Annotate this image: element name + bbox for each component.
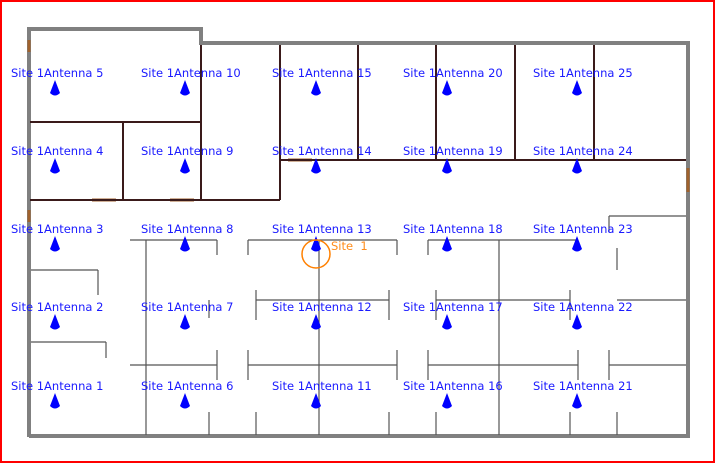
antenna-24[interactable]: Site 1Antenna 24	[533, 144, 633, 174]
antenna-icon	[180, 314, 190, 330]
antenna-5[interactable]: Site 1Antenna 5	[11, 66, 103, 96]
antenna-20[interactable]: Site 1Antenna 20	[403, 66, 503, 96]
antenna-icon	[572, 80, 582, 96]
antenna-label: Site 1Antenna 5	[11, 66, 103, 80]
antenna-25[interactable]: Site 1Antenna 25	[533, 66, 633, 96]
antenna-label: Site 1Antenna 24	[533, 144, 633, 158]
antenna-label: Site 1Antenna 9	[141, 144, 233, 158]
antenna-icon	[180, 158, 190, 174]
antenna-label: Site 1Antenna 4	[11, 144, 103, 158]
antenna-4[interactable]: Site 1Antenna 4	[11, 144, 103, 174]
antenna-icon	[442, 80, 452, 96]
antenna-icon	[50, 80, 60, 96]
antenna-13[interactable]: Site 1Antenna 13	[272, 222, 372, 252]
cubicle-partitions	[31, 215, 686, 435]
antenna-21[interactable]: Site 1Antenna 21	[533, 379, 633, 409]
antenna-1[interactable]: Site 1Antenna 1	[11, 379, 103, 409]
antenna-icon	[180, 80, 190, 96]
antenna-label: Site 1Antenna 15	[272, 66, 372, 80]
antenna-3[interactable]: Site 1Antenna 3	[11, 222, 103, 252]
antenna-icon	[572, 393, 582, 409]
antenna-icon	[180, 393, 190, 409]
antenna-label: Site 1Antenna 2	[11, 300, 103, 314]
site-marker[interactable]: Site 1	[301, 239, 368, 269]
antenna-label: Site 1Antenna 14	[272, 144, 372, 158]
antenna-7[interactable]: Site 1Antenna 7	[141, 300, 233, 330]
antenna-22[interactable]: Site 1Antenna 22	[533, 300, 633, 330]
antenna-icon	[50, 314, 60, 330]
antenna-icon	[50, 393, 60, 409]
antenna-icon	[572, 314, 582, 330]
antenna-label: Site 1Antenna 1	[11, 379, 103, 393]
outer-walls	[27, 27, 690, 438]
antenna-label: Site 1Antenna 13	[272, 222, 372, 236]
antenna-layer: Site 1Antenna 1 Site 1Antenna 2 Site 1Ante…	[11, 66, 633, 409]
antenna-label: Site 1Antenna 11	[272, 379, 372, 393]
antenna-icon	[311, 158, 321, 174]
antenna-label: Site 1Antenna 12	[272, 300, 372, 314]
antenna-icon	[442, 393, 452, 409]
antenna-11[interactable]: Site 1Antenna 11	[272, 379, 372, 409]
antenna-9[interactable]: Site 1Antenna 9	[141, 144, 233, 174]
antenna-label: Site 1Antenna 17	[403, 300, 503, 314]
antenna-2[interactable]: Site 1Antenna 2	[11, 300, 103, 330]
antenna-15[interactable]: Site 1Antenna 15	[272, 66, 372, 96]
site-label: Site 1	[331, 239, 368, 253]
antenna-label: Site 1Antenna 19	[403, 144, 503, 158]
antenna-16[interactable]: Site 1Antenna 16	[403, 379, 503, 409]
antenna-17[interactable]: Site 1Antenna 17	[403, 300, 503, 330]
antenna-label: Site 1Antenna 20	[403, 66, 503, 80]
antenna-23[interactable]: Site 1Antenna 23	[533, 222, 633, 252]
antenna-19[interactable]: Site 1Antenna 19	[403, 144, 503, 174]
site-circle-icon	[301, 239, 331, 269]
antenna-icon	[572, 236, 582, 252]
antenna-label: Site 1Antenna 18	[403, 222, 503, 236]
antenna-icon	[50, 158, 60, 174]
antenna-label: Site 1Antenna 22	[533, 300, 633, 314]
antenna-label: Site 1Antenna 3	[11, 222, 103, 236]
antenna-14[interactable]: Site 1Antenna 14	[272, 144, 372, 174]
antenna-icon	[311, 80, 321, 96]
antenna-8[interactable]: Site 1Antenna 8	[141, 222, 233, 252]
antenna-label: Site 1Antenna 6	[141, 379, 233, 393]
antenna-label: Site 1Antenna 25	[533, 66, 633, 80]
antenna-icon	[442, 314, 452, 330]
antenna-icon	[311, 393, 321, 409]
antenna-6[interactable]: Site 1Antenna 6	[141, 379, 233, 409]
antenna-label: Site 1Antenna 16	[403, 379, 503, 393]
antenna-18[interactable]: Site 1Antenna 18	[403, 222, 503, 252]
antenna-12[interactable]: Site 1Antenna 12	[272, 300, 372, 330]
antenna-icon	[50, 236, 60, 252]
antenna-label: Site 1Antenna 23	[533, 222, 633, 236]
antenna-icon	[311, 236, 321, 252]
antenna-icon	[180, 236, 190, 252]
antenna-icon	[442, 158, 452, 174]
antenna-10[interactable]: Site 1Antenna 10	[141, 66, 241, 96]
antenna-icon	[442, 236, 452, 252]
antenna-label: Site 1Antenna 10	[141, 66, 241, 80]
antenna-icon	[311, 314, 321, 330]
antenna-label: Site 1Antenna 7	[141, 300, 233, 314]
antenna-label: Site 1Antenna 21	[533, 379, 633, 393]
antenna-label: Site 1Antenna 8	[141, 222, 233, 236]
antenna-icon	[572, 158, 582, 174]
room-walls	[30, 45, 686, 201]
